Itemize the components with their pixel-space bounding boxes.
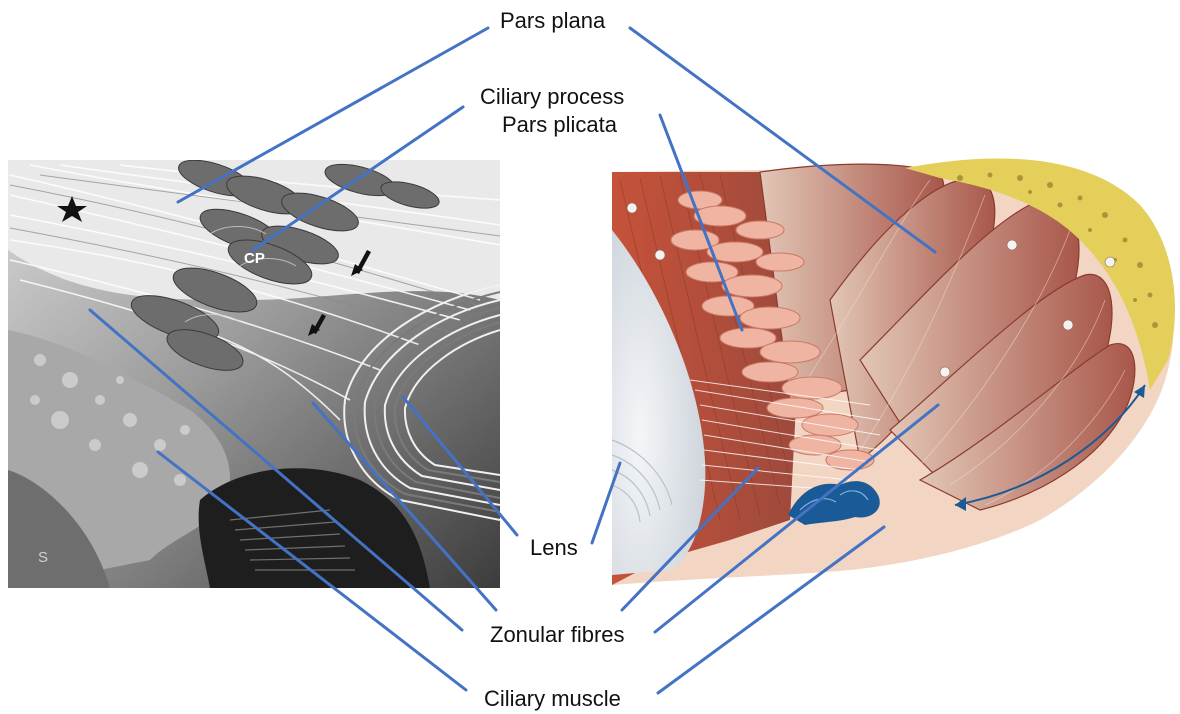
label-zonular-fibres: Zonular fibres xyxy=(490,624,625,646)
label-ciliary-process: Ciliary process xyxy=(480,86,624,108)
label-pars-plicata: Pars plicata xyxy=(502,114,617,136)
sem-micrograph: CP S xyxy=(8,153,500,588)
label-ciliary-muscle: Ciliary muscle xyxy=(484,688,621,710)
label-pars-plana: Pars plana xyxy=(500,10,605,32)
s-marker: S xyxy=(38,549,48,566)
cp-marker: CP xyxy=(244,250,265,267)
label-lens: Lens xyxy=(530,537,578,559)
